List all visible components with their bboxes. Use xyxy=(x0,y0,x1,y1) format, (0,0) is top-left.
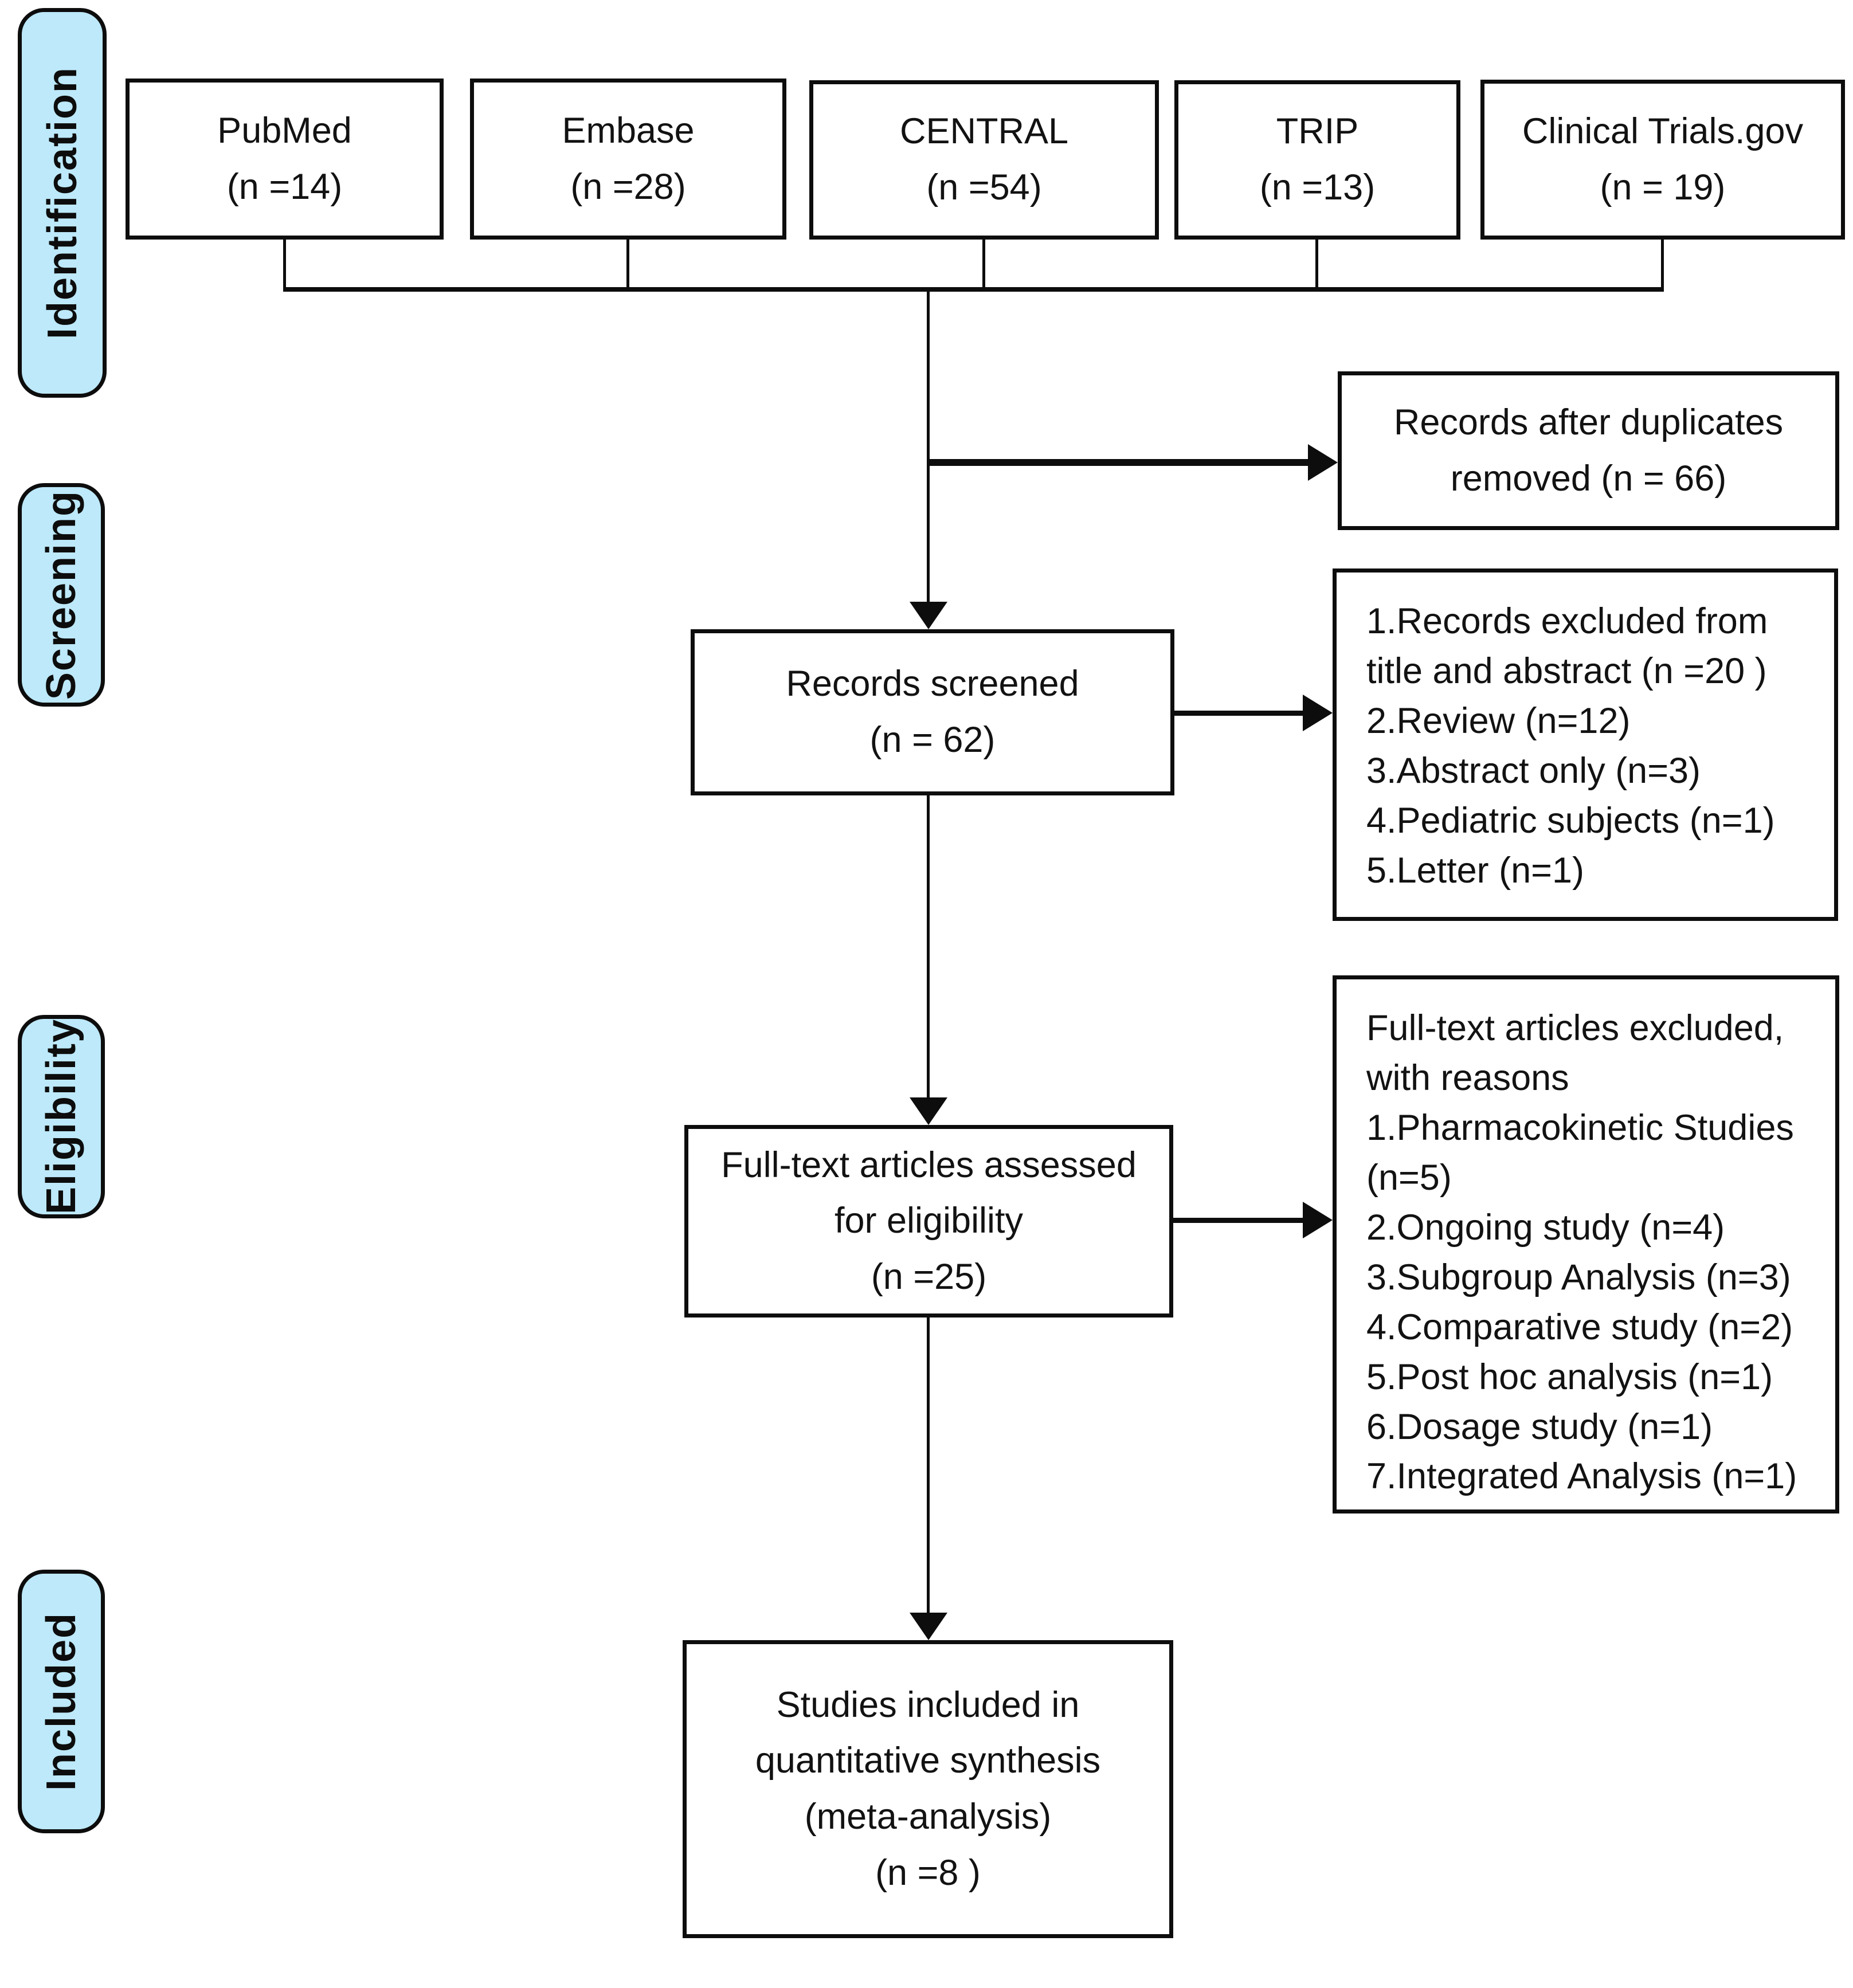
connector-branch-duplicates xyxy=(929,459,1310,466)
connector-trip-drop xyxy=(1315,238,1318,291)
source-box-clinicaltrials-text: Clinical Trials.gov (n = 19) xyxy=(1522,104,1803,215)
connector-embase-drop xyxy=(626,238,629,291)
arrowhead-into-screened xyxy=(910,602,947,629)
box-fulltext-exclusions-text: Full-text articles excluded, with reason… xyxy=(1366,1008,1797,1497)
source-box-trip: TRIP (n =13) xyxy=(1174,80,1460,240)
box-screening-exclusions-text: 1.Records excluded from title and abstra… xyxy=(1366,601,1775,891)
source-box-pubmed: PubMed (n =14) xyxy=(126,79,444,240)
source-trip-name: TRIP xyxy=(1276,111,1359,152)
stage-label-screening: Screening xyxy=(38,489,84,700)
connector-screened-to-exclusions xyxy=(1174,711,1306,716)
source-embase-name: Embase xyxy=(562,110,695,151)
arrowhead-into-fulltext xyxy=(910,1097,947,1125)
source-central-count: (n =54) xyxy=(926,167,1042,207)
source-pubmed-name: PubMed xyxy=(217,110,352,151)
connector-fulltext-to-exclusions xyxy=(1173,1218,1306,1223)
source-box-central-text: CENTRAL (n =54) xyxy=(900,104,1068,215)
box-fulltext-exclusions: Full-text articles excluded, with reason… xyxy=(1333,975,1839,1513)
box-included-synthesis: Studies included in quantitative synthes… xyxy=(683,1640,1173,1938)
source-box-embase-text: Embase (n =28) xyxy=(562,103,694,215)
stage-bar-identification: Identification xyxy=(18,8,107,398)
connector-collector-line xyxy=(283,287,1664,292)
source-clinicaltrials-count: (n = 19) xyxy=(1600,167,1726,207)
stage-label-eligibility: Eligibility xyxy=(38,1018,84,1215)
connector-stem-to-included xyxy=(927,1318,930,1614)
box-duplicates-removed-text: Records after duplicates removed (n = 66… xyxy=(1393,402,1784,499)
source-clinicaltrials-name: Clinical Trials.gov xyxy=(1522,111,1804,151)
connector-pubmed-drop xyxy=(283,238,286,291)
connector-central-drop xyxy=(982,238,985,291)
arrowhead-into-fulltext-exclusions xyxy=(1303,1202,1333,1238)
source-box-pubmed-text: PubMed (n =14) xyxy=(217,103,352,215)
source-embase-count: (n =28) xyxy=(570,166,686,207)
box-included-synthesis-text: Studies included in quantitative synthes… xyxy=(755,1684,1101,1893)
connector-clinicaltrials-drop xyxy=(1661,238,1664,291)
arrowhead-into-included xyxy=(910,1613,947,1640)
source-pubmed-count: (n =14) xyxy=(226,166,343,207)
source-box-clinicaltrials: Clinical Trials.gov (n = 19) xyxy=(1480,80,1845,240)
source-box-trip-text: TRIP (n =13) xyxy=(1260,104,1375,215)
stage-bar-included: Included xyxy=(18,1570,105,1833)
connector-stem-to-screened xyxy=(927,289,930,603)
box-fulltext-assessed-text: Full-text articles assessed for eligibil… xyxy=(721,1144,1137,1297)
source-central-name: CENTRAL xyxy=(899,111,1069,152)
connector-stem-to-fulltext xyxy=(927,795,930,1099)
source-box-central: CENTRAL (n =54) xyxy=(809,80,1159,240)
arrowhead-into-screening-exclusions xyxy=(1303,695,1333,731)
source-trip-count: (n =13) xyxy=(1259,167,1376,207)
box-duplicates-removed: Records after duplicates removed (n = 66… xyxy=(1338,371,1839,530)
stage-label-identification: Identification xyxy=(39,66,85,339)
box-records-screened: Records screened (n = 62) xyxy=(691,629,1174,795)
box-screening-exclusions: 1.Records excluded from title and abstra… xyxy=(1333,568,1838,921)
stage-bar-eligibility: Eligibility xyxy=(18,1015,105,1218)
stage-bar-screening: Screening xyxy=(18,483,105,707)
box-records-screened-text: Records screened (n = 62) xyxy=(786,664,1079,760)
arrowhead-into-duplicates xyxy=(1308,444,1338,481)
box-fulltext-assessed: Full-text articles assessed for eligibil… xyxy=(684,1125,1173,1318)
source-box-embase: Embase (n =28) xyxy=(470,79,786,240)
stage-label-included: Included xyxy=(38,1611,84,1791)
